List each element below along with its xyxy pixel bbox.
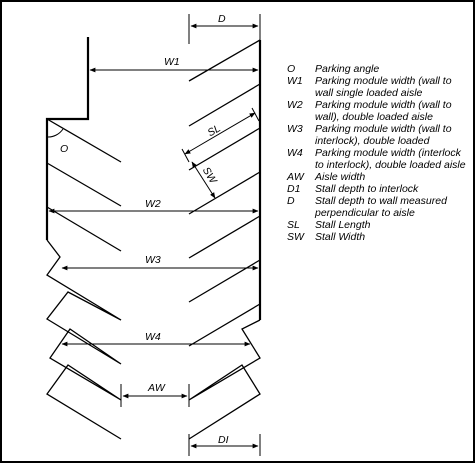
- legend-desc: Stall depth to interlock: [315, 183, 419, 195]
- legend-key: D: [287, 195, 295, 207]
- legend-row: SL Stall Length: [287, 219, 467, 231]
- left-wall: [45, 37, 90, 240]
- legend-desc: Stall depth to wall measured perpendicul…: [315, 195, 447, 219]
- legend-row: O Parking angle: [287, 63, 467, 75]
- legend-key: O: [287, 63, 296, 75]
- w4-label: W4: [145, 331, 161, 343]
- dim-aw: [120, 384, 190, 407]
- legend-key: SL: [287, 219, 300, 231]
- dim-sw: [191, 161, 216, 199]
- w1-label: W1: [164, 56, 180, 68]
- aw-label: AW: [147, 382, 166, 394]
- dim-d: [188, 14, 261, 44]
- dim-sl: [181, 107, 260, 163]
- legend-key: W4: [287, 147, 303, 159]
- legend: O Parking angle W1 Parking module width …: [287, 63, 467, 243]
- right-interlock: [188, 319, 261, 440]
- left-stall-lines: [46, 118, 122, 252]
- w3-label: W3: [145, 254, 161, 266]
- legend-row: W1 Parking module width (wall to wall si…: [287, 75, 467, 99]
- legend-desc: Parking module width (wall to wall singl…: [315, 75, 452, 99]
- legend-row: W4 Parking module width (interlock to in…: [287, 147, 467, 171]
- legend-row: D Stall depth to wall measured perpendic…: [287, 195, 467, 219]
- legend-desc: Parking module width (wall to interlock)…: [315, 123, 452, 147]
- legend-desc: Parking module width (wall to wall), dou…: [315, 99, 452, 123]
- legend-desc: Stall Width: [315, 231, 366, 243]
- legend-row: SW Stall Width: [287, 231, 467, 243]
- legend-row: AW Aisle width: [287, 171, 467, 183]
- legend-row: W2 Parking module width (wall to wall), …: [287, 99, 467, 123]
- legend-desc: Stall Length: [315, 219, 371, 231]
- legend-key: W3: [287, 123, 303, 135]
- legend-key: D1: [287, 183, 301, 195]
- sw-label: SW: [200, 165, 220, 187]
- legend-desc: Parking angle: [315, 63, 380, 75]
- legend-key: SW: [287, 231, 304, 243]
- legend-row: W3 Parking module width (wall to interlo…: [287, 123, 467, 147]
- parking-angle-arc: [46, 128, 64, 138]
- w2-label: W2: [145, 198, 161, 210]
- dim-di: [188, 434, 261, 456]
- right-stall-lines: [188, 39, 261, 347]
- legend-key: AW: [287, 171, 304, 183]
- d-label: D: [218, 13, 226, 25]
- sl-label: SL: [206, 122, 223, 139]
- legend-key: W1: [287, 75, 303, 87]
- legend-desc: Parking module width (interlock to inter…: [315, 147, 466, 171]
- left-interlock: [46, 239, 122, 440]
- legend-key: W2: [287, 99, 303, 111]
- legend-row: D1 Stall depth to interlock: [287, 183, 467, 195]
- di-label: DI: [218, 434, 229, 446]
- angle-label: O: [60, 143, 68, 155]
- legend-desc: Aisle width: [315, 171, 366, 183]
